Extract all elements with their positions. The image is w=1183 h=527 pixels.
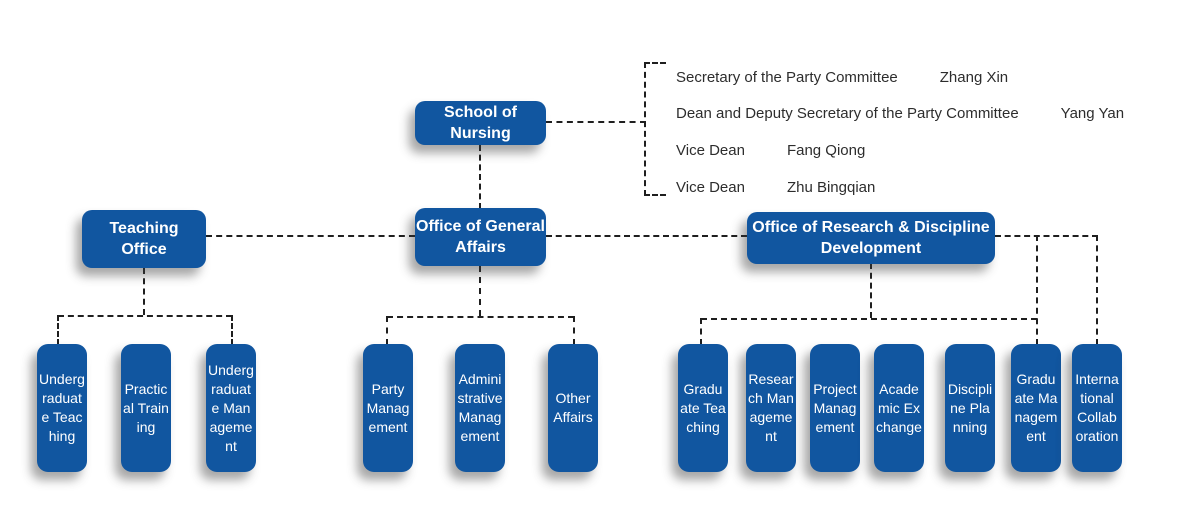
leadership-title: Dean and Deputy Secretary of the Party C… (676, 105, 1019, 122)
unit-box-label: Academic Exchange (876, 380, 922, 435)
unit-box-label: Discipline Planning (947, 380, 993, 435)
connector-root-down (479, 145, 481, 209)
connector-teaching-bus (58, 315, 232, 317)
unit-box-project-management: Project Management (810, 344, 860, 472)
leadership-row: Dean and Deputy Secretary of the Party C… (676, 105, 1124, 122)
connector-general-drop-left (386, 316, 388, 345)
org-box-label: School of Nursing (444, 104, 517, 142)
unit-box-label: Undergraduate Teaching (39, 371, 85, 444)
unit-box-other-affairs: Other Affairs (548, 344, 598, 472)
unit-box-undergraduate-management: Undergraduate Management (206, 344, 256, 472)
unit-box-label: Other Affairs (553, 390, 593, 425)
connector-research-drop-left (700, 318, 702, 345)
unit-box-label: Research Management (748, 371, 794, 444)
leadership-bracket-tick-top (644, 62, 666, 64)
leadership-bracket-line (644, 62, 646, 196)
leadership-bracket-tick-bottom (644, 194, 666, 196)
leadership-title: Vice Dean (676, 142, 745, 159)
org-box-teaching-office: Teaching Office (82, 210, 206, 268)
unit-box-international-collaboration: International Collaboration (1072, 344, 1122, 472)
connector-international-drop (1096, 235, 1098, 345)
unit-box-administrative-management: Administrative Management (455, 344, 505, 472)
connector-teaching-drop-right (231, 315, 233, 345)
connector-general-bus (387, 316, 574, 318)
connector-teaching-down (143, 268, 145, 315)
connector-general-drop-right (573, 316, 575, 345)
unit-box-label: Graduate Teaching (680, 380, 726, 435)
leadership-row: Vice Dean Zhu Bingqian (676, 179, 875, 196)
unit-box-label: Project Management (813, 380, 857, 435)
connector-teaching-drop-left (57, 315, 59, 345)
leadership-title: Secretary of the Party Committee (676, 69, 898, 86)
org-box-label: Office of General Affairs (416, 218, 545, 256)
connector-research-right-extension (995, 235, 1098, 237)
leadership-name: Zhu Bingqian (786, 179, 876, 196)
unit-box-party-management: Party Management (363, 344, 413, 472)
connector-general-down (479, 266, 481, 316)
org-box-label: Office of Research & Discipline Developm… (752, 219, 990, 257)
connector-root-to-leadership (546, 121, 646, 123)
unit-box-academic-exchange: Academic Exchange (874, 344, 924, 472)
unit-box-label: Party Management (366, 380, 410, 435)
unit-box-undergraduate-teaching: Undergraduate Teaching (37, 344, 87, 472)
org-box-school-of-nursing: School of Nursing (415, 101, 546, 145)
unit-box-research-management: Research Management (746, 344, 796, 472)
unit-box-practical-training: Practical Training (121, 344, 171, 472)
connector-research-bus (701, 318, 1037, 320)
leadership-title: Vice Dean (676, 179, 745, 196)
org-box-label: Teaching Office (109, 220, 179, 258)
org-box-office-of-general-affairs: Office of General Affairs (415, 208, 546, 266)
unit-box-label: International Collaboration (1075, 371, 1119, 444)
leadership-name: Yang Yan (1060, 105, 1125, 122)
leadership-name: Zhang Xin (939, 69, 1009, 86)
connector-teaching-to-general (206, 235, 415, 237)
unit-box-label: Undergraduate Management (208, 361, 254, 454)
leadership-row: Vice Dean Fang Qiong (676, 142, 865, 159)
unit-box-discipline-planning: Discipline Planning (945, 344, 995, 472)
unit-box-label: Administrative Management (457, 371, 503, 444)
unit-box-graduate-teaching: Graduate Teaching (678, 344, 728, 472)
connector-graduate-management-drop (1036, 235, 1038, 345)
leadership-row: Secretary of the Party Committee Zhang X… (676, 69, 1008, 86)
leadership-name: Fang Qiong (786, 142, 866, 159)
unit-box-label: Graduate Management (1014, 371, 1058, 444)
unit-box-graduate-management: Graduate Management (1011, 344, 1061, 472)
connector-general-to-research (546, 235, 747, 237)
unit-box-label: Practical Training (123, 380, 169, 435)
connector-research-down (870, 263, 872, 318)
org-box-office-of-research-discipline-development: Office of Research & Discipline Developm… (747, 212, 995, 264)
